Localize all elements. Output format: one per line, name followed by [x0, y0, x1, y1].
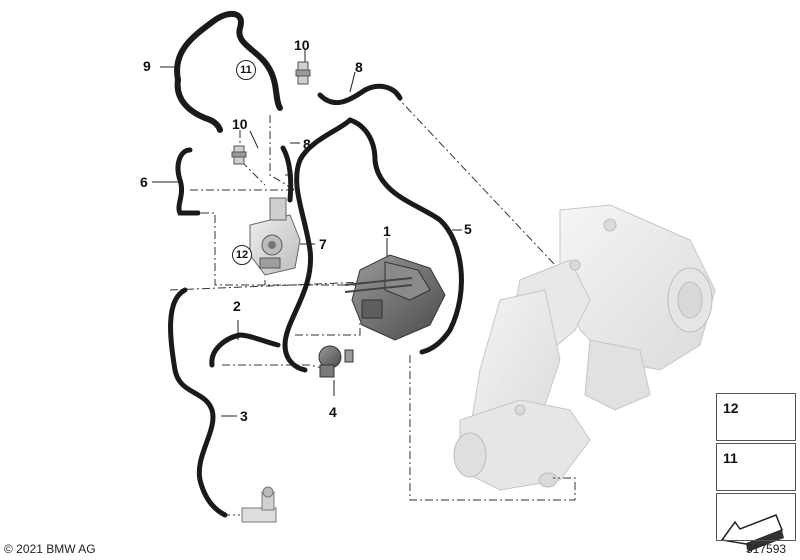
- callout-12-circled: 12: [232, 245, 252, 265]
- hose-6: [175, 147, 201, 216]
- callout-6: 6: [140, 174, 148, 190]
- hose-3: [168, 287, 228, 518]
- turbocharger: [453, 204, 716, 491]
- hose-8-mid: [280, 145, 294, 203]
- callout-2: 2: [233, 298, 241, 314]
- actuator-1: [344, 254, 446, 341]
- callout-3: 3: [240, 408, 248, 424]
- legend-item-12: 12: [716, 393, 796, 441]
- valve-7: [249, 197, 301, 276]
- hose-9: [174, 10, 283, 111]
- callout-4: 4: [329, 404, 337, 420]
- fitting-10-mid: [231, 145, 247, 165]
- sensor-4: [318, 345, 354, 378]
- hose-8-top: [317, 83, 403, 106]
- fitting-10-top: [295, 61, 311, 85]
- hose-2: [209, 332, 281, 368]
- callout-10-mid: 10: [232, 116, 248, 132]
- legend-number-12: 12: [723, 400, 739, 416]
- arrow-symbol-icon: [720, 514, 784, 552]
- callout-8-top: 8: [355, 59, 363, 75]
- hose-5-b: [347, 117, 464, 355]
- callout-10-top: 10: [294, 37, 310, 53]
- diagram-number: 517593: [746, 542, 787, 556]
- hose-3-fitting: [241, 486, 277, 523]
- copyright-text: © 2021 BMW AG: [4, 542, 96, 556]
- legend-number-11: 11: [723, 450, 738, 466]
- hose-5: [282, 117, 353, 373]
- legend-arrow-box: [716, 493, 796, 541]
- legend-item-11: 11: [716, 443, 796, 491]
- callout-9: 9: [143, 58, 151, 74]
- callout-5: 5: [464, 221, 472, 237]
- callout-11-circled: 11: [236, 60, 256, 80]
- hose-9-lower: [174, 77, 223, 133]
- callout-1: 1: [383, 223, 391, 239]
- callout-7: 7: [319, 236, 327, 252]
- callout-8-mid: 8: [303, 136, 311, 152]
